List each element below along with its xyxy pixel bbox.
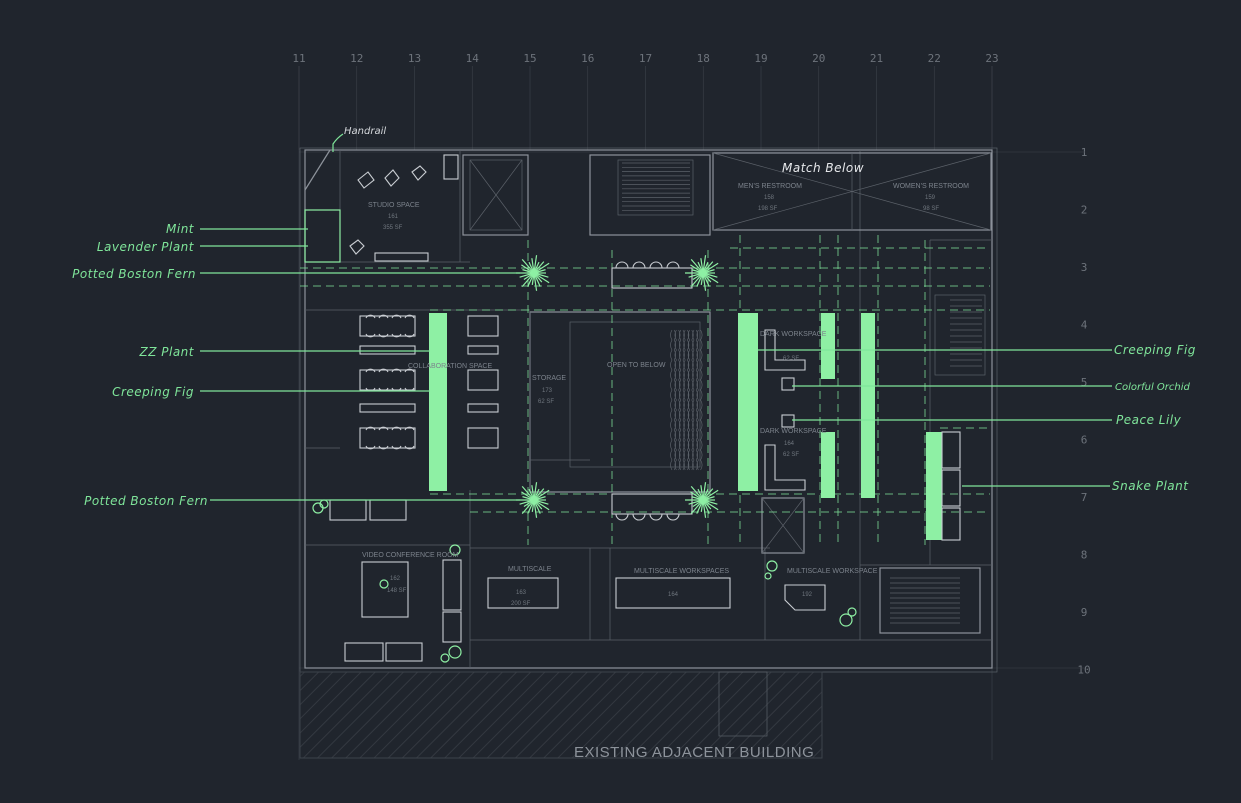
fern-icons [516,255,719,518]
grid-column-label: 16 [581,52,594,65]
callout-creeping-fig-right: Creeping Fig [1114,343,1196,357]
room-multiscale-192-label: MULTISCALE WORKSPACE [787,568,878,575]
room-womens-label: WOMEN'S RESTROOM [893,183,969,190]
room-collab-label: COLLABORATION SPACE [408,363,492,370]
grid-lines [298,66,1085,760]
room-multiscale-164-label: MULTISCALE WORKSPACES [634,568,729,575]
small-pot-icons [312,499,857,663]
grid-column-label: 11 [292,52,305,65]
svg-text:192: 192 [802,592,813,598]
furniture [329,154,961,662]
svg-text:162: 162 [390,576,401,582]
planter-bar-tall [861,313,875,498]
grid-column-label: 13 [408,52,421,65]
callout-creeping-fig-left: Creeping Fig [112,385,194,399]
existing-adjacent-building [299,671,823,759]
grid-column-label: 15 [523,52,536,65]
grid-column-label: 12 [350,52,363,65]
svg-text:62 SF: 62 SF [783,452,799,458]
grid-column-label: 20 [812,52,825,65]
existing-building-label: EXISTING ADJACENT BUILDING [574,744,814,761]
grid-row-label: 3 [1081,261,1088,274]
grid-row-label: 5 [1081,376,1088,389]
stair-core-top [589,154,711,236]
callout-zz-plant: ZZ Plant [139,345,195,359]
room-multiscale-163-label: MULTISCALE [508,566,552,573]
grid-row-label: 8 [1081,549,1088,562]
open-to-below-area [529,311,711,493]
svg-text:164: 164 [784,441,795,447]
stair-core-bottom [879,567,981,634]
room-labels: STUDIO SPACE 161 355 SF MEN'S RESTROOM 1… [362,183,969,607]
room-studio-label: STUDIO SPACE [368,202,420,209]
grid-row-labels: 1 2 3 4 5 6 7 8 9 10 [1077,146,1090,677]
callout-mint: Mint [166,222,195,236]
svg-text:198 SF: 198 SF [758,206,778,212]
grid-column-label: 14 [466,52,480,65]
svg-text:158: 158 [764,195,775,201]
plant-callouts-right: Creeping Fig Colorful Orchid Peace Lily … [758,343,1196,493]
stair-core-right [934,294,986,376]
grid-column-label: 17 [639,52,652,65]
grid-row-label: 7 [1081,491,1088,504]
callout-snake-plant: Snake Plant [1112,479,1189,493]
grid-column-label: 19 [754,52,767,65]
grid-column-label: 21 [870,52,883,65]
grid-row-label: 1 [1081,146,1088,159]
planter-bar-snake [926,432,942,540]
callout-boston-fern-top: Potted Boston Fern [72,267,196,281]
grid-column-labels: 11 12 13 14 15 16 17 18 19 20 21 22 23 [292,52,999,150]
planter-bar-peace-lily [821,432,835,498]
callout-lavender: Lavender Plant [97,240,195,254]
svg-text:200 SF: 200 SF [511,601,531,607]
svg-text:173: 173 [542,388,553,394]
svg-text:62 SF: 62 SF [538,399,554,405]
annotations: Handrail Match Below EXISTING ADJACENT B… [332,126,864,761]
restroom-block [712,152,992,231]
callout-peace-lily: Peace Lily [1116,413,1182,427]
svg-text:98 SF: 98 SF [923,206,939,212]
svg-text:163: 163 [516,590,527,596]
elevator-core [462,154,805,554]
herb-planter-box [304,209,341,263]
match-below-label: Match Below [782,161,864,175]
planter-bar-zz [429,313,447,491]
svg-text:62 SF: 62 SF [783,356,799,362]
grid-row-label: 9 [1081,606,1088,619]
grid-row-label: 6 [1081,434,1088,447]
plant-callouts-left: Mint Lavender Plant Potted Boston Fern Z… [72,222,520,508]
svg-text:148 SF: 148 SF [387,588,407,594]
grid-column-label: 23 [985,52,998,65]
planter-walls [304,209,942,540]
grid-column-label: 18 [697,52,710,65]
callout-orchid: Colorful Orchid [1115,382,1191,393]
room-mens-label: MEN'S RESTROOM [738,183,802,190]
planter-bar-creeping-fig [738,313,758,491]
room-dark-1-label: DARK WORKSPACE [760,331,827,338]
svg-text:161: 161 [388,214,399,220]
room-video-label: VIDEO CONFERENCE ROOM [362,552,459,559]
room-dark-2-label: DARK WORKSPACE [760,428,827,435]
callout-boston-fern-bottom: Potted Boston Fern [84,494,208,508]
handrail-label: Handrail [344,126,386,137]
grid-row-label: 4 [1081,319,1088,332]
grid-column-label: 22 [928,52,941,65]
planter-bar-orchid [821,313,835,379]
grid-row-label: 10 [1077,664,1090,677]
open-to-below-label: OPEN TO BELOW [607,362,666,369]
grid-row-label: 2 [1081,204,1088,217]
svg-text:159: 159 [925,195,936,201]
svg-text:355 SF: 355 SF [383,225,403,231]
room-storage-label: STORAGE [532,375,566,382]
svg-text:164: 164 [668,592,679,598]
